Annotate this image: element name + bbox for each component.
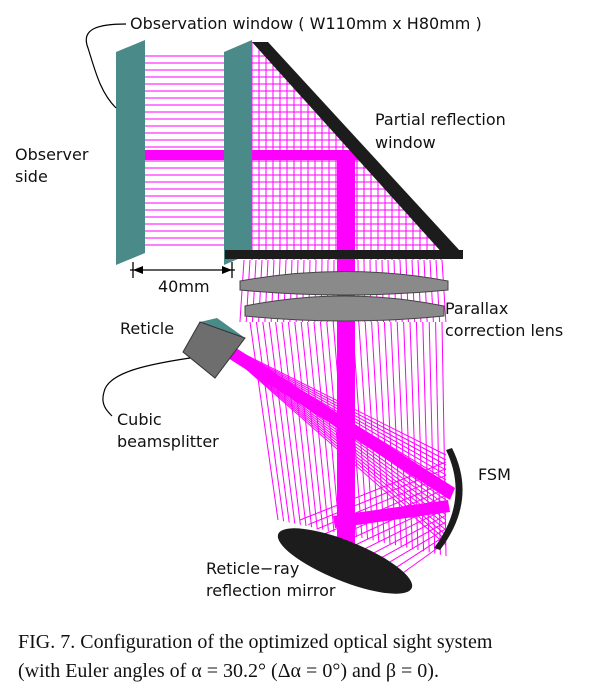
parallax-lens-2 [244, 295, 445, 322]
vertical-chief-beam [337, 150, 355, 565]
fan-ray-line [275, 321, 301, 525]
parallax-lens-label: Parallax [445, 299, 508, 318]
reticle-ray-reflection-mirror [277, 528, 413, 594]
observation-window-leader [85, 23, 127, 109]
fan-ray-line [281, 321, 307, 527]
observer-side-label-line2: side [15, 167, 48, 186]
observer-chief-beam [145, 150, 360, 160]
fan-ray-line [435, 321, 441, 555]
fsm-label: FSM [478, 465, 511, 484]
caption-line-1: FIG. 7. Configuration of the optimized o… [18, 631, 493, 653]
figure-caption: FIG. 7. Configuration of the optimized o… [18, 628, 593, 686]
cubic-beamsplitter [182, 318, 246, 379]
fan-ray-line [415, 321, 425, 552]
fan-ray-line [255, 321, 285, 522]
fan-ray-line [268, 321, 296, 524]
dimension-40mm-marker [130, 262, 235, 278]
inner-window-panel [224, 40, 252, 265]
caption-line-2: (with Euler angles of α = 30.2° (Δα = 0°… [18, 660, 439, 682]
parallax-lens-1 [239, 271, 449, 296]
cubic-beamsplitter-label: Cubic [117, 410, 162, 429]
fsm-reflected-ray-line [374, 521, 447, 562]
optical-sight-diagram: Observation window ( W110mm x H80mm ) Ob… [15, 14, 563, 600]
vertical-ray-line [441, 259, 447, 323]
fsm-reflected-ray-line [366, 514, 447, 558]
fan-ray-line [287, 321, 313, 528]
fsm-return-beam [333, 500, 450, 528]
fsm-reflected-ray-line [391, 534, 447, 571]
reticle-chief-beam [228, 348, 455, 500]
fsm-reflected-ray-line [358, 508, 447, 553]
fan-ray-line [313, 321, 335, 533]
observation-window-label: Observation window ( W110mm x H80mm ) [130, 14, 482, 33]
reticle-label: Reticle [120, 319, 174, 338]
observer-side-window-panel [116, 40, 145, 265]
fan-ray-line [371, 321, 385, 543]
observer-side-label: Observer [15, 145, 89, 164]
window-base-plate [225, 250, 463, 259]
reticle-ray-mirror-label: Reticle−ray [206, 559, 299, 578]
fan-ray-line [307, 321, 329, 531]
fan-ray-line [249, 321, 279, 521]
fan-ray-line [294, 321, 318, 529]
fsm-mirror [434, 448, 463, 550]
dimension-label: 40mm [158, 277, 210, 296]
fan-ray-line [262, 321, 290, 523]
cubic-beamsplitter-label-line2: beamsplitter [117, 432, 219, 451]
beamsplitter-leader [102, 357, 191, 417]
fsm-reflected-ray-line [383, 528, 447, 567]
fan-ray-line [300, 321, 324, 530]
vertical-ray-line [239, 259, 245, 323]
parallax-lens-label-line2: correction lens [445, 321, 563, 340]
reticle-ray-mirror-label-line2: reflection mirror [206, 581, 336, 600]
partial-reflection-window [252, 42, 461, 256]
partial-reflection-label: Partial reflection [375, 110, 506, 129]
partial-reflection-label-line2: window [375, 133, 436, 152]
fan-ray-line [441, 321, 447, 557]
